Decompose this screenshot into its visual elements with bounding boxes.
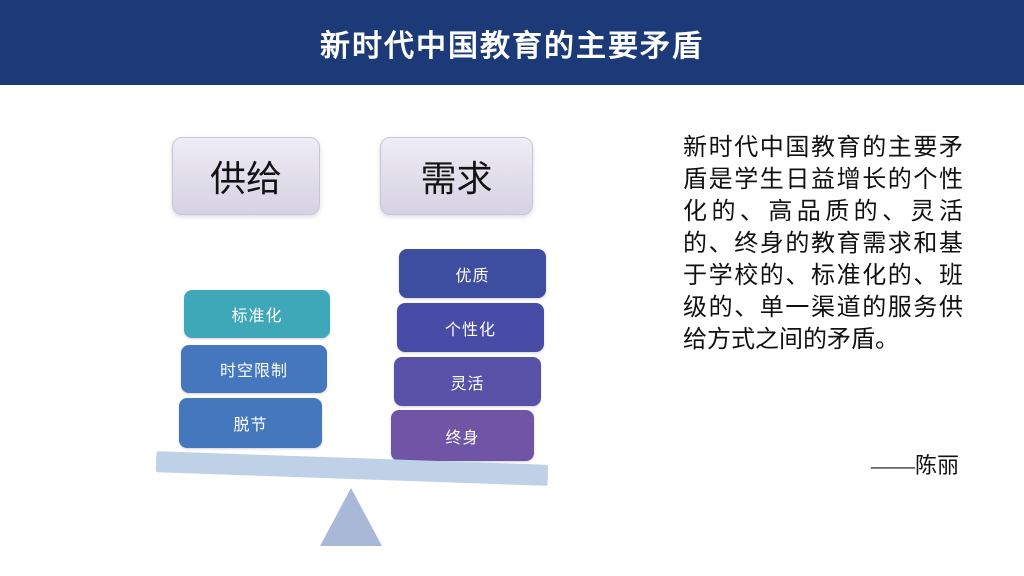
demand-item-label: 个性化 [444, 321, 496, 339]
demand-item-quality: 优质 [399, 249, 546, 298]
demand-item-lifelong: 终身 [391, 410, 534, 461]
supply-label: 供给 [209, 158, 282, 199]
supply-item-disconnection: 脱节 [179, 398, 322, 448]
supply-item-spacetime-limits: 时空限制 [181, 345, 327, 393]
supply-item-standardization: 标准化 [184, 290, 330, 338]
title-banner: 新时代中国教育的主要矛盾 [0, 0, 1024, 85]
description-text: 新时代中国教育的主要矛盾是学生日益增长的个性化的、高品质的、灵活的、终身的教育需… [683, 135, 963, 353]
supply-header-box: 供给 [172, 137, 320, 215]
seesaw-fulcrum-triangle [320, 488, 382, 546]
supply-item-label: 时空限制 [219, 363, 288, 380]
demand-item-label: 灵活 [450, 375, 485, 393]
demand-header-box: 需求 [380, 137, 533, 215]
demand-label: 需求 [420, 158, 493, 199]
supply-item-label: 脱节 [233, 417, 268, 434]
slide-title: 新时代中国教育的主要矛盾 [320, 29, 704, 63]
demand-item-label: 终身 [445, 429, 480, 447]
demand-item-flexibility: 灵活 [394, 357, 541, 406]
supply-item-label: 标准化 [231, 308, 283, 325]
demand-item-personalization: 个性化 [397, 303, 544, 352]
demand-item-label: 优质 [455, 267, 490, 285]
attribution-text: ——陈丽 [870, 453, 959, 478]
